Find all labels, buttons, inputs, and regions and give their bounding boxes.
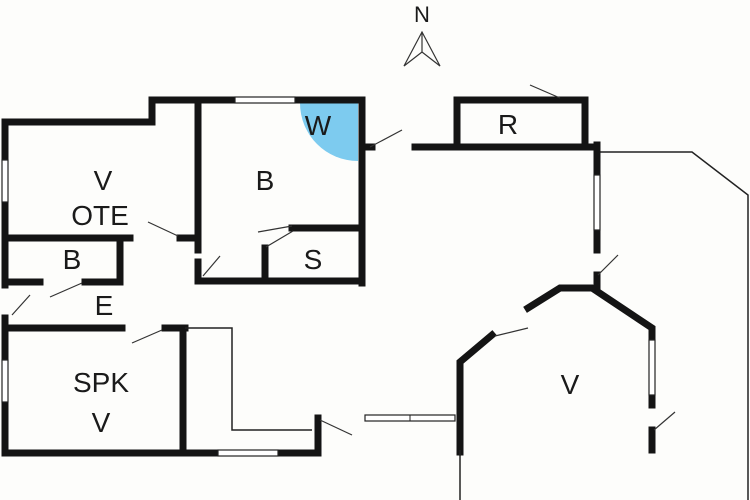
room-label-ote: OTE: [71, 200, 129, 231]
room-label-v-left: V: [94, 165, 113, 196]
room-label-v-spk: V: [92, 407, 111, 438]
room-label-v-right: V: [561, 369, 580, 400]
porch-outline: [600, 151, 749, 500]
room-label-e: E: [95, 290, 114, 321]
north-label: N: [414, 2, 430, 27]
walls: [1, 96, 656, 457]
stair-outline: [185, 327, 312, 431]
wardrobe-area: [300, 103, 358, 161]
doors: [11, 84, 676, 436]
room-label-s: S: [304, 244, 323, 275]
room-label-w: W: [305, 110, 332, 141]
room-label-r: R: [498, 109, 518, 140]
room-label-spk: SPK: [73, 367, 129, 398]
north-arrow-icon: [403, 30, 441, 67]
windows: [1, 96, 656, 457]
room-label-b-small: B: [63, 244, 82, 275]
room-label-b-top: B: [256, 165, 275, 196]
